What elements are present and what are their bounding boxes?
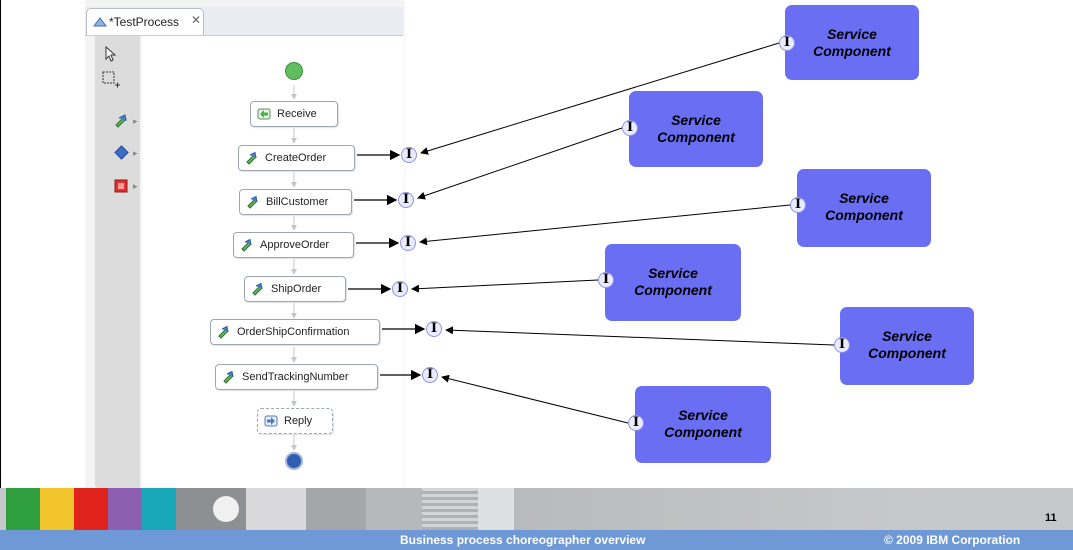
- service-component-title: Service: [839, 190, 889, 206]
- interface-icon[interactable]: I: [400, 235, 416, 251]
- activity-label: ApproveOrder: [260, 239, 330, 251]
- fault-icon[interactable]: [114, 179, 128, 193]
- activity-label: ShipOrder: [271, 283, 322, 295]
- footer-title: Business process choreographer overview: [400, 533, 646, 547]
- activity-approveorder[interactable]: ApproveOrder: [233, 232, 354, 258]
- activity-ordershipconfirmation[interactable]: OrderShipConfirmation: [210, 319, 380, 345]
- tab-testprocess[interactable]: *TestProcess ✕: [86, 8, 204, 35]
- activity-createorder[interactable]: CreateOrder: [238, 145, 355, 171]
- service-component-title: Service: [648, 265, 698, 281]
- footer-pattern-block: [422, 488, 478, 530]
- activity-billcustomer[interactable]: BillCustomer: [239, 189, 352, 215]
- footer-gradient: [514, 488, 934, 530]
- service-component-subtitle: Component: [657, 129, 735, 145]
- chevron-right-icon[interactable]: ▸: [133, 181, 138, 191]
- service-component-1[interactable]: Service Component: [785, 5, 919, 80]
- receive-icon: [257, 108, 271, 120]
- process-icon: [93, 17, 107, 27]
- interface-icon[interactable]: I: [790, 197, 806, 213]
- pointer-icon[interactable]: [104, 46, 118, 62]
- activity-label: BillCustomer: [266, 196, 329, 208]
- footer-circle-graphic: [213, 496, 239, 522]
- service-component-title: Service: [678, 407, 728, 423]
- activity-label: SendTrackingNumber: [242, 371, 349, 383]
- service-component-subtitle: Component: [634, 282, 712, 298]
- marquee-select-icon[interactable]: [101, 70, 121, 90]
- invoke-icon: [223, 370, 234, 384]
- service-component-subtitle: Component: [868, 345, 946, 361]
- invoke-icon: [218, 325, 229, 339]
- service-component-title: Service: [882, 328, 932, 344]
- end-node[interactable]: [285, 452, 303, 470]
- activity-receive[interactable]: Receive: [250, 101, 338, 127]
- interface-icon[interactable]: I: [779, 35, 795, 51]
- service-component-subtitle: Component: [664, 424, 742, 440]
- chevron-right-icon[interactable]: ▸: [133, 116, 138, 126]
- service-component-title: Service: [671, 112, 721, 128]
- interface-icon[interactable]: I: [628, 415, 644, 431]
- footer-photo-block: [478, 488, 514, 530]
- service-component-subtitle: Component: [825, 207, 903, 223]
- footer-color-block: [74, 488, 108, 530]
- left-border: [0, 0, 1, 488]
- invoke-icon: [252, 282, 263, 296]
- interface-icon[interactable]: I: [422, 367, 438, 383]
- interface-icon[interactable]: I: [426, 321, 442, 337]
- close-icon[interactable]: ✕: [191, 13, 202, 27]
- connectors: [291, 42, 835, 451]
- interface-icon[interactable]: I: [598, 272, 614, 288]
- page-number: 11: [1045, 512, 1057, 524]
- footer-photo-block: [306, 488, 366, 530]
- activity-shiporder[interactable]: ShipOrder: [244, 276, 346, 302]
- interface-icon[interactable]: I: [401, 147, 417, 163]
- activity-label: Receive: [277, 108, 317, 120]
- activity-label: Reply: [284, 415, 313, 427]
- footer-bar: [0, 530, 1073, 550]
- choice-icon[interactable]: [114, 145, 129, 160]
- service-component-6[interactable]: Service Component: [635, 386, 771, 463]
- start-node[interactable]: [285, 62, 303, 80]
- service-component-title: Service: [827, 26, 877, 42]
- invoke-icon: [247, 195, 258, 209]
- activity-sendtrackingnumber[interactable]: SendTrackingNumber: [215, 364, 378, 390]
- invoke-icon[interactable]: [113, 113, 129, 129]
- chevron-right-icon[interactable]: ▸: [133, 148, 138, 158]
- interface-icon[interactable]: I: [398, 192, 414, 208]
- footer-copyright: © 2009 IBM Corporation: [884, 533, 1021, 547]
- reply-icon: [264, 415, 278, 427]
- footer-color-block: [6, 488, 40, 530]
- activity-reply[interactable]: Reply: [257, 408, 333, 434]
- service-component-2[interactable]: Service Component: [629, 91, 763, 167]
- tab-label: *TestProcess: [109, 15, 180, 29]
- service-component-5[interactable]: Service Component: [840, 307, 974, 385]
- service-component-3[interactable]: Service Component: [797, 169, 931, 247]
- interface-icon[interactable]: I: [622, 120, 638, 136]
- interface-icon[interactable]: I: [834, 337, 850, 353]
- activity-label: OrderShipConfirmation: [237, 326, 350, 338]
- footer-color-block: [142, 488, 176, 530]
- activity-label: CreateOrder: [265, 152, 327, 164]
- footer-color-block: [40, 488, 74, 530]
- invoke-icon: [246, 151, 257, 165]
- footer-photo-block: [246, 488, 306, 530]
- palette: [95, 36, 140, 488]
- service-component-subtitle: Component: [813, 43, 891, 59]
- footer-photo-block: [366, 488, 422, 530]
- footer-color-block: [108, 488, 142, 530]
- service-component-4[interactable]: Service Component: [605, 244, 741, 321]
- interface-icon[interactable]: I: [392, 281, 408, 297]
- invoke-icon: [241, 238, 252, 252]
